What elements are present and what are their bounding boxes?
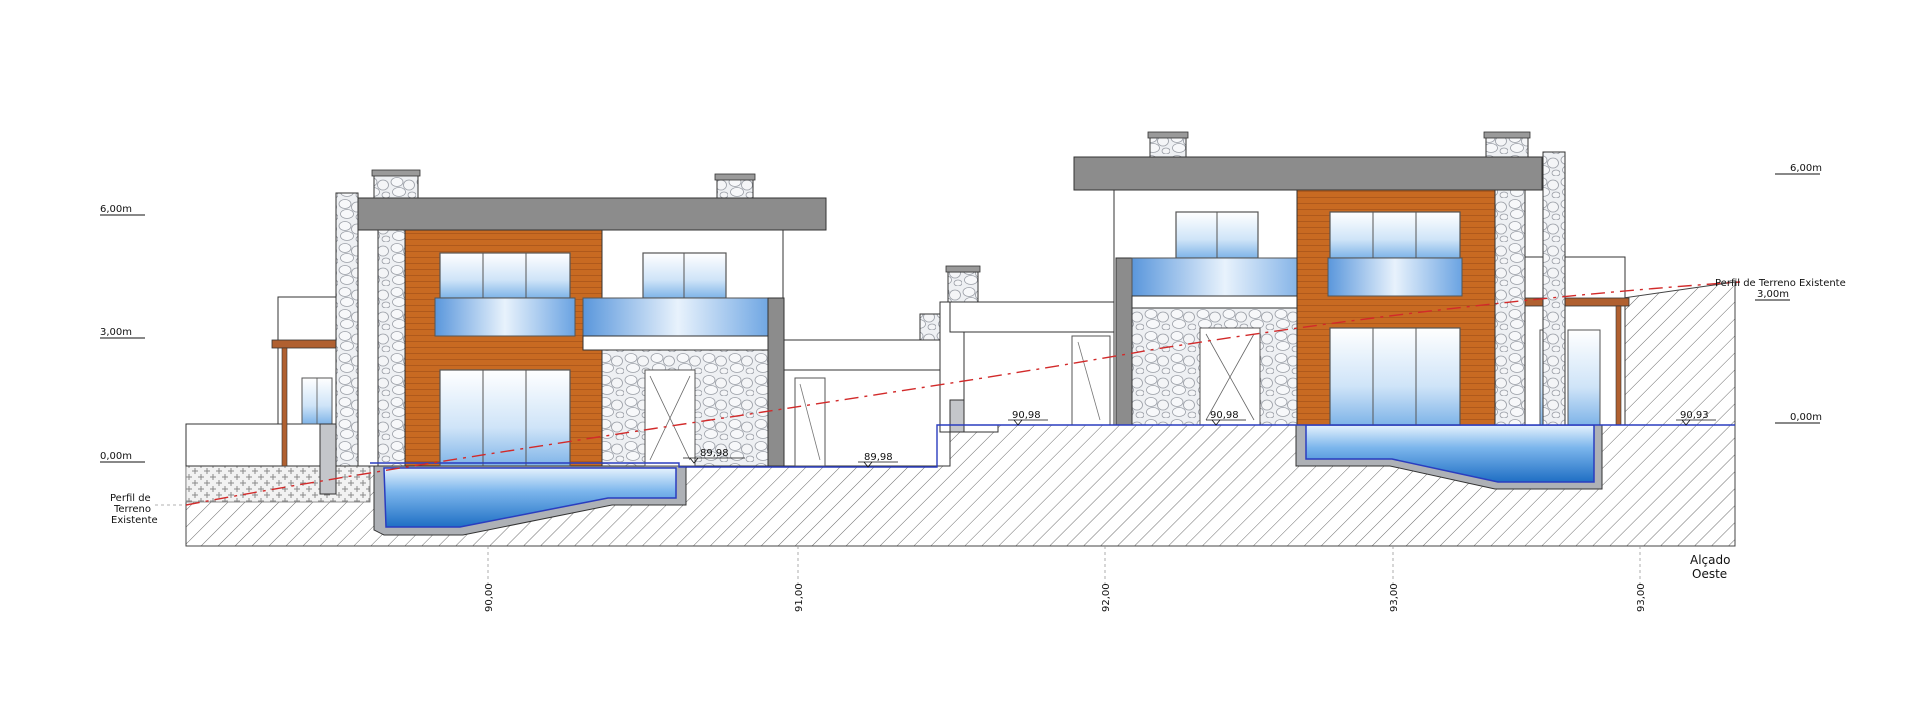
right-level-0-label: 0,00m — [1790, 412, 1822, 423]
left-house — [271, 169, 827, 495]
right-level-3-label: 3,00m — [1757, 289, 1789, 300]
spot-elevation-3: 90,98 — [1008, 410, 1048, 426]
spot-elevation-4: 90,98 — [1206, 410, 1246, 426]
terrain-label-right: Perfil de Terreno Existente — [1715, 278, 1846, 289]
svg-text:90,93: 90,93 — [1680, 410, 1709, 421]
spot-elevation-2: 89,98 — [858, 452, 898, 468]
svg-text:92,00: 92,00 — [1101, 583, 1112, 612]
terrain-label-left-2: Terreno — [113, 504, 151, 515]
svg-text:89,98: 89,98 — [864, 452, 893, 463]
terrain-label-left-3: Existente — [111, 515, 158, 526]
left-level-6-label: 6,00m — [100, 204, 132, 215]
right-pool — [1295, 423, 1603, 490]
drawing-title-line2: Oeste — [1692, 567, 1727, 581]
left-level-0-label: 0,00m — [100, 451, 132, 462]
svg-text:93,00: 93,00 — [1389, 583, 1400, 612]
svg-text:91,00: 91,00 — [794, 583, 805, 612]
terrain-label-left-1: Perfil de — [110, 493, 151, 504]
svg-text:90,98: 90,98 — [1210, 410, 1239, 421]
right-house — [1073, 131, 1630, 426]
middle-block — [783, 265, 1119, 467]
svg-text:90,00: 90,00 — [484, 583, 495, 612]
station-1: 90,00 — [484, 546, 495, 612]
svg-text:89,98: 89,98 — [700, 448, 729, 459]
existing-terrain-line — [185, 281, 1741, 506]
svg-text:93,00: 93,00 — [1636, 583, 1647, 612]
spot-elevation-5: 90,93 — [1676, 410, 1716, 426]
station-4: 93,00 — [1389, 546, 1400, 612]
drawing-title-line1: Alçado — [1690, 553, 1730, 567]
paving-strip — [185, 465, 371, 503]
finished-level-line — [370, 424, 1735, 468]
left-podium-wall — [185, 423, 322, 467]
station-3: 92,00 — [1101, 546, 1112, 612]
station-5: 93,00 — [1636, 546, 1647, 612]
right-level-6-label: 6,00m — [1790, 163, 1822, 174]
left-level-3-label: 3,00m — [100, 327, 132, 338]
station-2: 91,00 — [794, 546, 805, 612]
svg-text:90,98: 90,98 — [1012, 410, 1041, 421]
spot-elevation-1: 89,98 — [683, 448, 745, 464]
left-pool — [373, 465, 687, 536]
